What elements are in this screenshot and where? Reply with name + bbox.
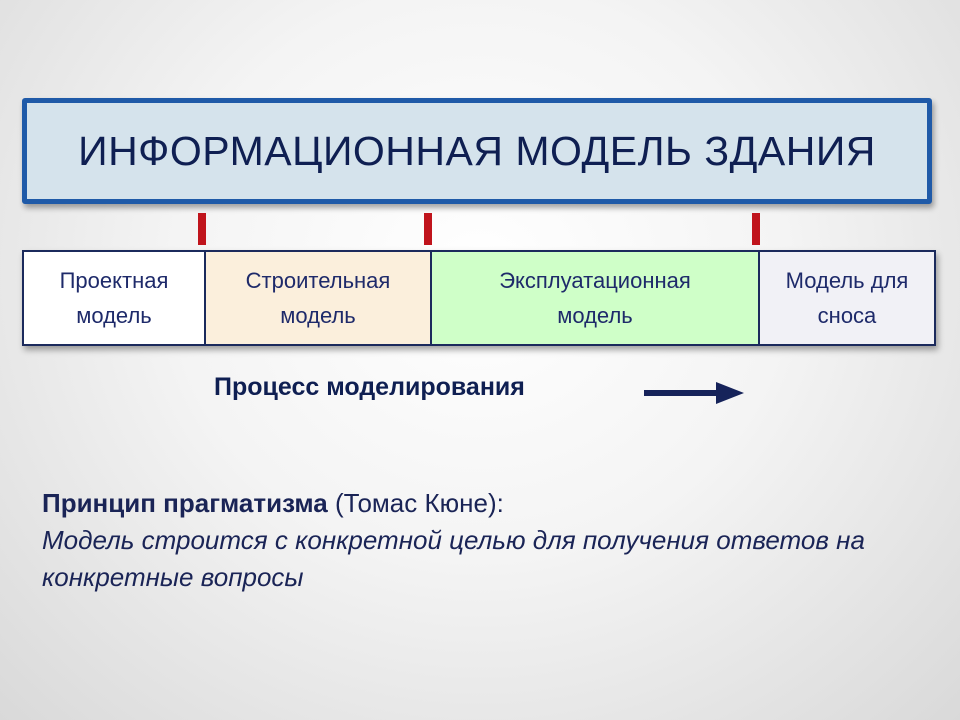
phase-demolition-model: Модель для сноса xyxy=(758,252,934,344)
phase-label-line: Строительная xyxy=(245,267,391,293)
connector-tick xyxy=(198,213,206,245)
connector-tick xyxy=(424,213,432,245)
phase-label-line: сноса xyxy=(817,303,877,328)
phase-label-line: Эксплуатационная xyxy=(499,267,691,293)
phase-design-model: Проектная модель xyxy=(24,252,204,344)
phase-label-line: Проектная xyxy=(59,267,169,293)
phase-label-line: модель xyxy=(557,303,633,328)
title-banner: ИНФОРМАЦИОННАЯ МОДЕЛЬ ЗДАНИЯ xyxy=(22,98,932,204)
right-arrow-icon xyxy=(644,382,744,404)
principle-body: Модель строится с конкретной целью для п… xyxy=(42,525,865,592)
phase-label-line: модель xyxy=(76,303,152,328)
principle-author: (Томас Кюне): xyxy=(327,488,504,518)
phase-label-line: модель xyxy=(280,303,356,328)
phase-construction-model: Строительная модель xyxy=(204,252,430,344)
phase-label-line: Модель для xyxy=(785,267,909,293)
lifecycle-phases-row: Проектная модель Строительная модель Экс… xyxy=(22,250,936,346)
principle-block: Принцип прагматизма (Томас Кюне): Модель… xyxy=(42,485,922,596)
title-text: ИНФОРМАЦИОННАЯ МОДЕЛЬ ЗДАНИЯ xyxy=(78,127,876,174)
connector-tick xyxy=(752,213,760,245)
principle-title: Принцип прагматизма xyxy=(42,488,328,518)
process-label: Процесс моделирования xyxy=(214,373,525,401)
phase-operation-model: Эксплуатационная модель xyxy=(430,252,758,344)
principle-heading: Принцип прагматизма (Томас Кюне): xyxy=(42,485,922,522)
